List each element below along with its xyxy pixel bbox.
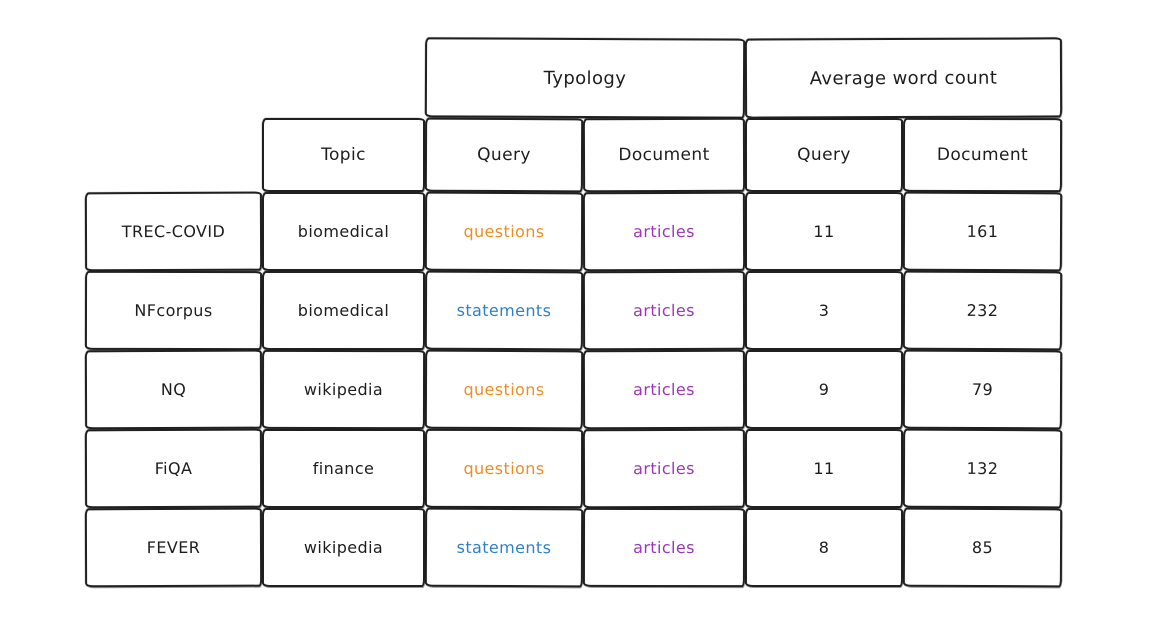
cell-topic: wikipedia (261, 349, 426, 430)
cell-avg-document-words: 79 (902, 349, 1063, 430)
cell-document-type: articles (582, 270, 746, 351)
cell-document-type: articles (582, 507, 746, 588)
cell-query-type: statements (424, 270, 584, 351)
column-header-awc-document: Document (902, 117, 1063, 193)
cell-dataset-trec-covid: TREC-COVID (84, 191, 263, 272)
dataset-comparison-table: Typology Average word count Topic Query … (84, 37, 1063, 588)
cell-avg-query-words: 11 (745, 192, 903, 271)
cell-avg-document-words: 132 (902, 428, 1063, 509)
cell-avg-query-words: 8 (745, 508, 903, 587)
cell-dataset-nq: NQ (84, 349, 263, 430)
cell-dataset-fever: FEVER (84, 507, 263, 588)
cell-avg-document-words: 232 (902, 270, 1063, 351)
column-header-typology-document: Document (582, 117, 746, 193)
group-header-average-word-count: Average word count (744, 37, 1063, 119)
cell-dataset-nfcorpus: NFcorpus (84, 270, 263, 351)
cell-document-type: articles (582, 191, 746, 272)
cell-query-type: statements (424, 507, 584, 588)
cell-query-type: questions (424, 349, 584, 430)
cell-avg-query-words: 11 (745, 429, 903, 508)
cell-dataset-fiqa: FiQA (84, 428, 263, 509)
cell-topic: finance (262, 429, 425, 508)
cell-query-type: questions (424, 191, 584, 272)
cell-document-type: articles (582, 349, 746, 430)
cell-topic: biomedical (262, 271, 425, 350)
cell-avg-query-words: 3 (745, 271, 903, 350)
cell-query-type: questions (424, 428, 584, 509)
group-header-typology: Typology (424, 37, 746, 119)
column-header-typology-query: Query (424, 117, 584, 193)
cell-avg-document-words: 85 (902, 507, 1063, 588)
column-header-awc-query: Query (745, 118, 903, 192)
cell-document-type: articles (582, 428, 746, 509)
cell-topic: wikipedia (262, 508, 425, 587)
cell-avg-document-words: 161 (902, 191, 1063, 272)
cell-topic: biomedical (262, 192, 425, 271)
cell-avg-query-words: 9 (745, 350, 903, 429)
column-header-topic: Topic (262, 118, 425, 192)
